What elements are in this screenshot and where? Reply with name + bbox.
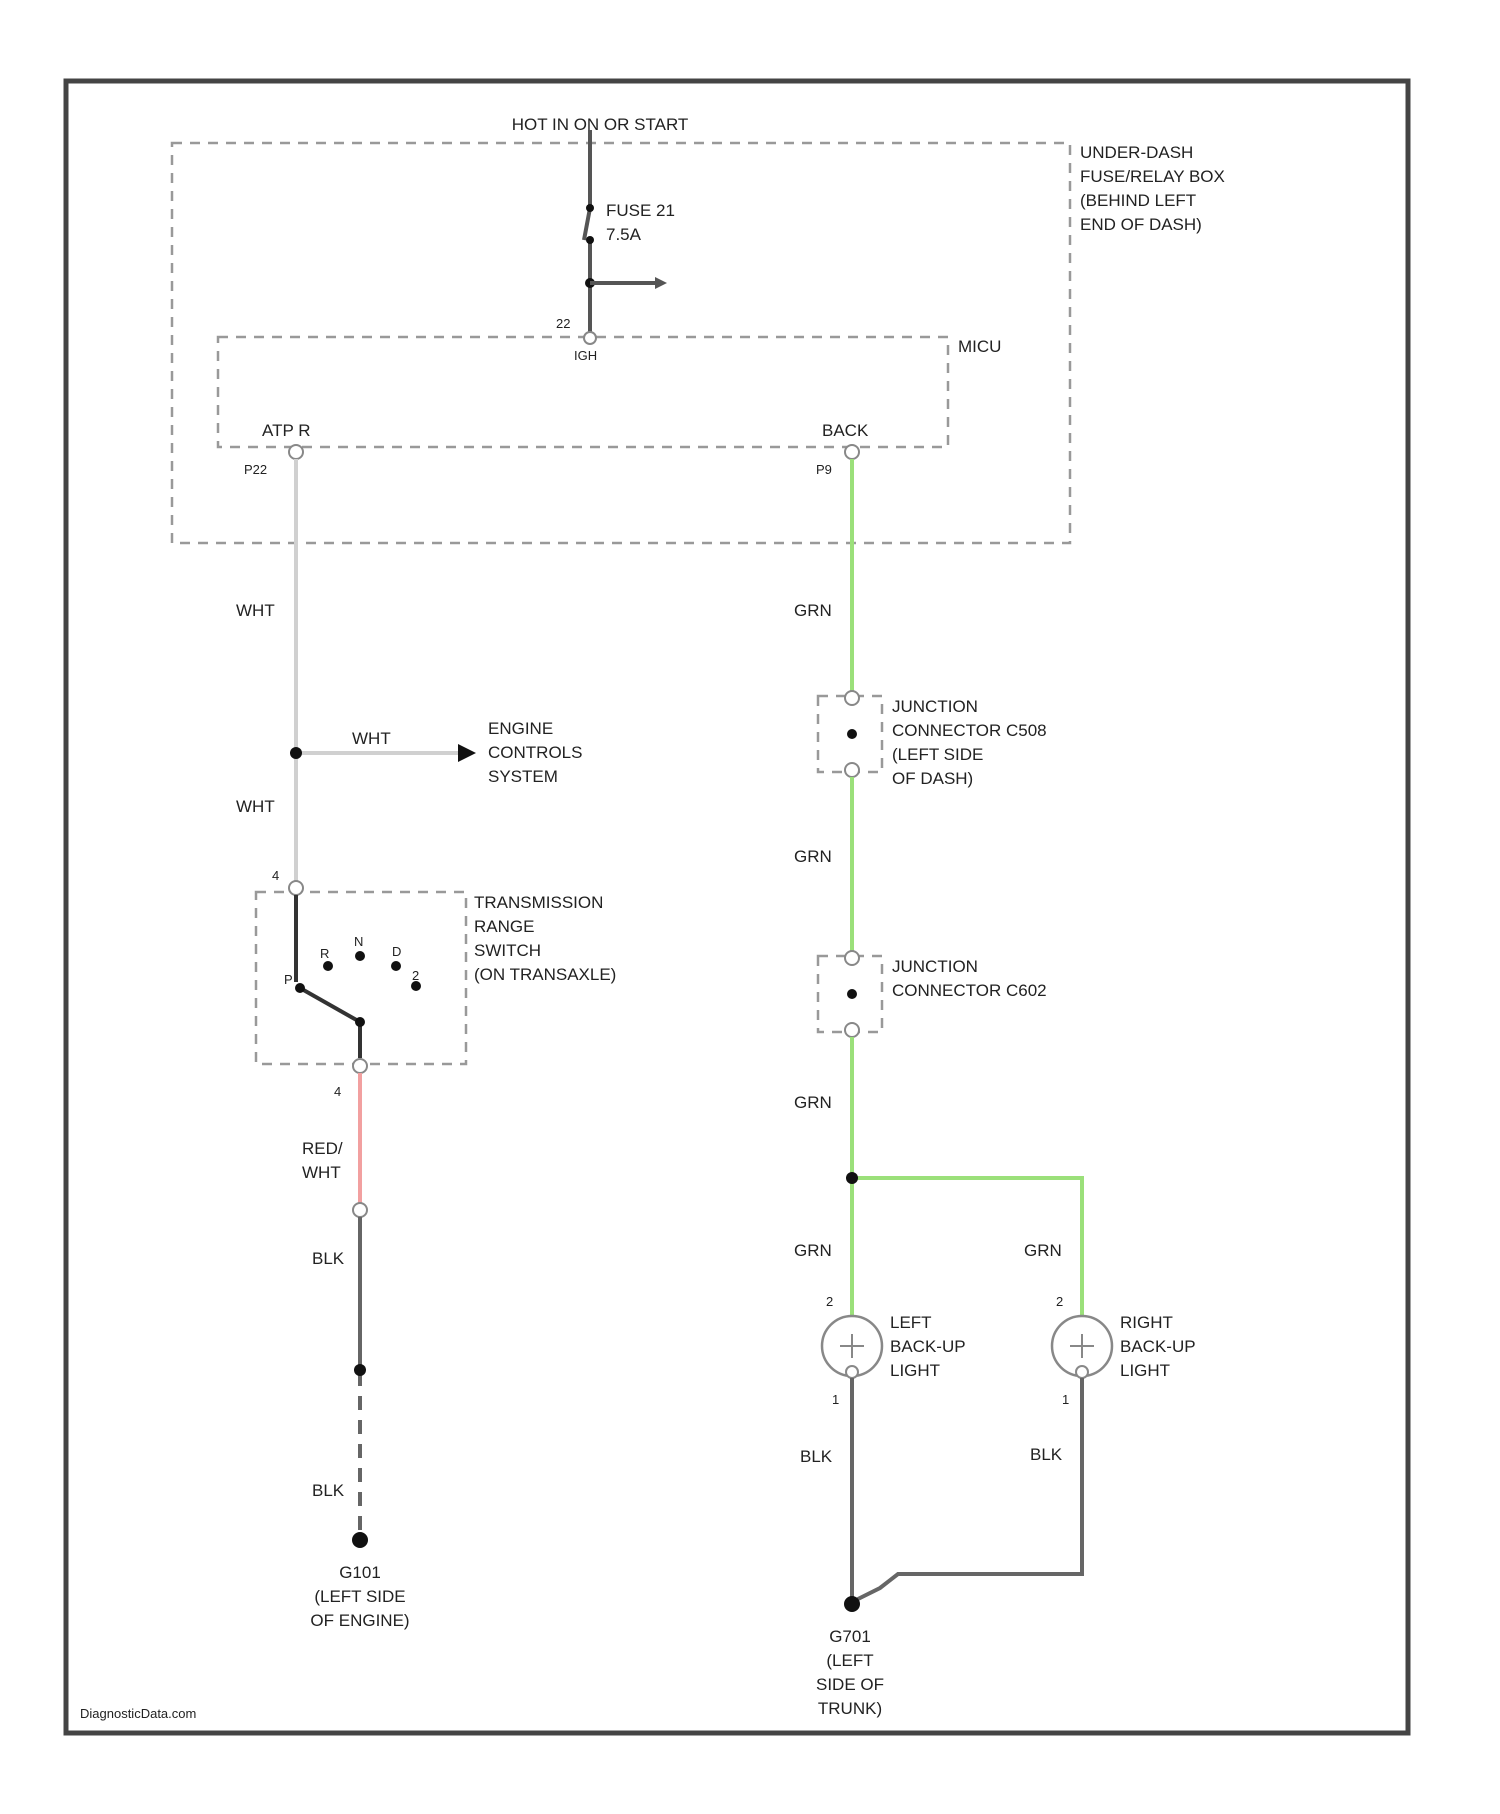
c602-pin-bottom [845,1023,859,1037]
switch-contact-r [323,961,333,971]
left-lamp-label-2: BACK-UP [890,1337,966,1356]
grn-label-1: GRN [794,601,832,620]
c602-label-1: JUNCTION [892,957,978,976]
switch-label-1: TRANSMISSION [474,893,603,912]
left-lamp-pin-bottom-label: 1 [832,1392,839,1407]
fuse-terminal-bottom [586,236,594,244]
blk-label-right-2: BLK [1030,1445,1063,1464]
left-lamp-label-3: LIGHT [890,1361,940,1380]
blk-splice-node [354,1364,366,1376]
micu-left-pin: P22 [244,462,267,477]
left-lamp-pin-bottom [846,1366,858,1378]
micu-top-pin-b: IGH [574,348,597,363]
switch-pos-r: R [320,946,329,961]
g101-label-1: G101 [339,1563,381,1582]
engine-controls-label-1: ENGINE [488,719,553,738]
blk-label-1: BLK [312,1249,345,1268]
switch-pin-bottom-label: 4 [334,1084,341,1099]
switch-pin-top [289,881,303,895]
power-label: HOT IN ON OR START [512,115,689,134]
c602-center [847,989,857,999]
diagram-frame [66,81,1408,1733]
red-wht-connector [353,1203,367,1217]
fuse-label-1: FUSE 21 [606,201,675,220]
micu-label: MICU [958,337,1001,356]
wht-label-1: WHT [236,601,275,620]
micu-left-terminal: ATP R [262,421,311,440]
blk-wire-right-lamp [856,1378,1082,1600]
switch-pos-2: 2 [412,968,419,983]
switch-contact-d [391,961,401,971]
switch-pin-bottom [353,1059,367,1073]
c602-pin-top [845,951,859,965]
c508-pin-top [845,691,859,705]
switch-pivot [355,1017,365,1027]
right-lamp-label-2: BACK-UP [1120,1337,1196,1356]
blk-label-right-1: BLK [800,1447,833,1466]
g101-label-2: (LEFT SIDE [314,1587,405,1606]
g701-label-3: SIDE OF [816,1675,884,1694]
fuse-box-label-2: FUSE/RELAY BOX [1080,167,1225,186]
right-lamp-pin-top-label: 2 [1056,1294,1063,1309]
fuse-label-2: 7.5A [606,225,642,244]
micu-pin-p22 [289,445,303,459]
switch-contact-n [355,951,365,961]
right-lamp-pin-bottom [1076,1366,1088,1378]
c508-center [847,729,857,739]
power-feed-wire [584,130,590,336]
micu-top-pin-a: 22 [556,316,570,331]
c508-label-2: CONNECTOR C508 [892,721,1047,740]
red-wht-label-1: RED/ [302,1139,343,1158]
c602-label-2: CONNECTOR C602 [892,981,1047,1000]
grn-label-4: GRN [794,1241,832,1260]
fuse-terminal-top [586,204,594,212]
grn-splice-node [846,1172,858,1184]
micu-top-pin [584,332,596,344]
fuse-box-label-4: END OF DASH) [1080,215,1202,234]
c508-label-4: OF DASH) [892,769,973,788]
switch-label-2: RANGE [474,917,534,936]
right-lamp-pin-bottom-label: 1 [1062,1392,1069,1407]
fuse-box-label-1: UNDER-DASH [1080,143,1193,162]
engine-controls-label-3: SYSTEM [488,767,558,786]
left-lamp-pin-top-label: 2 [826,1294,833,1309]
c508-label-1: JUNCTION [892,697,978,716]
micu-right-terminal: BACK [822,421,869,440]
switch-pos-n: N [354,934,363,949]
c508-pin-bottom [845,763,859,777]
switch-label-3: SWITCH [474,941,541,960]
g701-label-2: (LEFT [826,1651,873,1670]
wht-label-2: WHT [236,797,275,816]
watermark: DiagnosticData.com [80,1706,196,1721]
fuse-box-label-3: (BEHIND LEFT [1080,191,1196,210]
wht-splice-node [290,747,302,759]
switch-pos-d: D [392,944,401,959]
ground-g101 [352,1532,368,1548]
grn-label-3: GRN [794,1093,832,1112]
g101-label-3: OF ENGINE) [310,1611,409,1630]
switch-pos-p: P [284,972,293,987]
micu-pin-p9 [845,445,859,459]
g701-label-1: G701 [829,1627,871,1646]
switch-label-4: (ON TRANSAXLE) [474,965,616,984]
wht-branch-label: WHT [352,729,391,748]
blk-label-2: BLK [312,1481,345,1500]
right-lamp-label-1: RIGHT [1120,1313,1173,1332]
micu-right-pin: P9 [816,462,832,477]
right-lamp-label-3: LIGHT [1120,1361,1170,1380]
grn-label-5: GRN [1024,1241,1062,1260]
left-lamp-label-1: LEFT [890,1313,932,1332]
ground-g701 [844,1596,860,1612]
switch-contact-p [295,983,305,993]
red-wht-label-2: WHT [302,1163,341,1182]
g701-label-4: TRUNK) [818,1699,882,1718]
fuse-branch-arrow [655,277,667,289]
grn-label-2: GRN [794,847,832,866]
switch-contact-arm [300,988,360,1022]
c508-label-3: (LEFT SIDE [892,745,983,764]
engine-controls-arrow [458,744,476,762]
engine-controls-label-2: CONTROLS [488,743,582,762]
switch-pin-top-label: 4 [272,868,279,883]
